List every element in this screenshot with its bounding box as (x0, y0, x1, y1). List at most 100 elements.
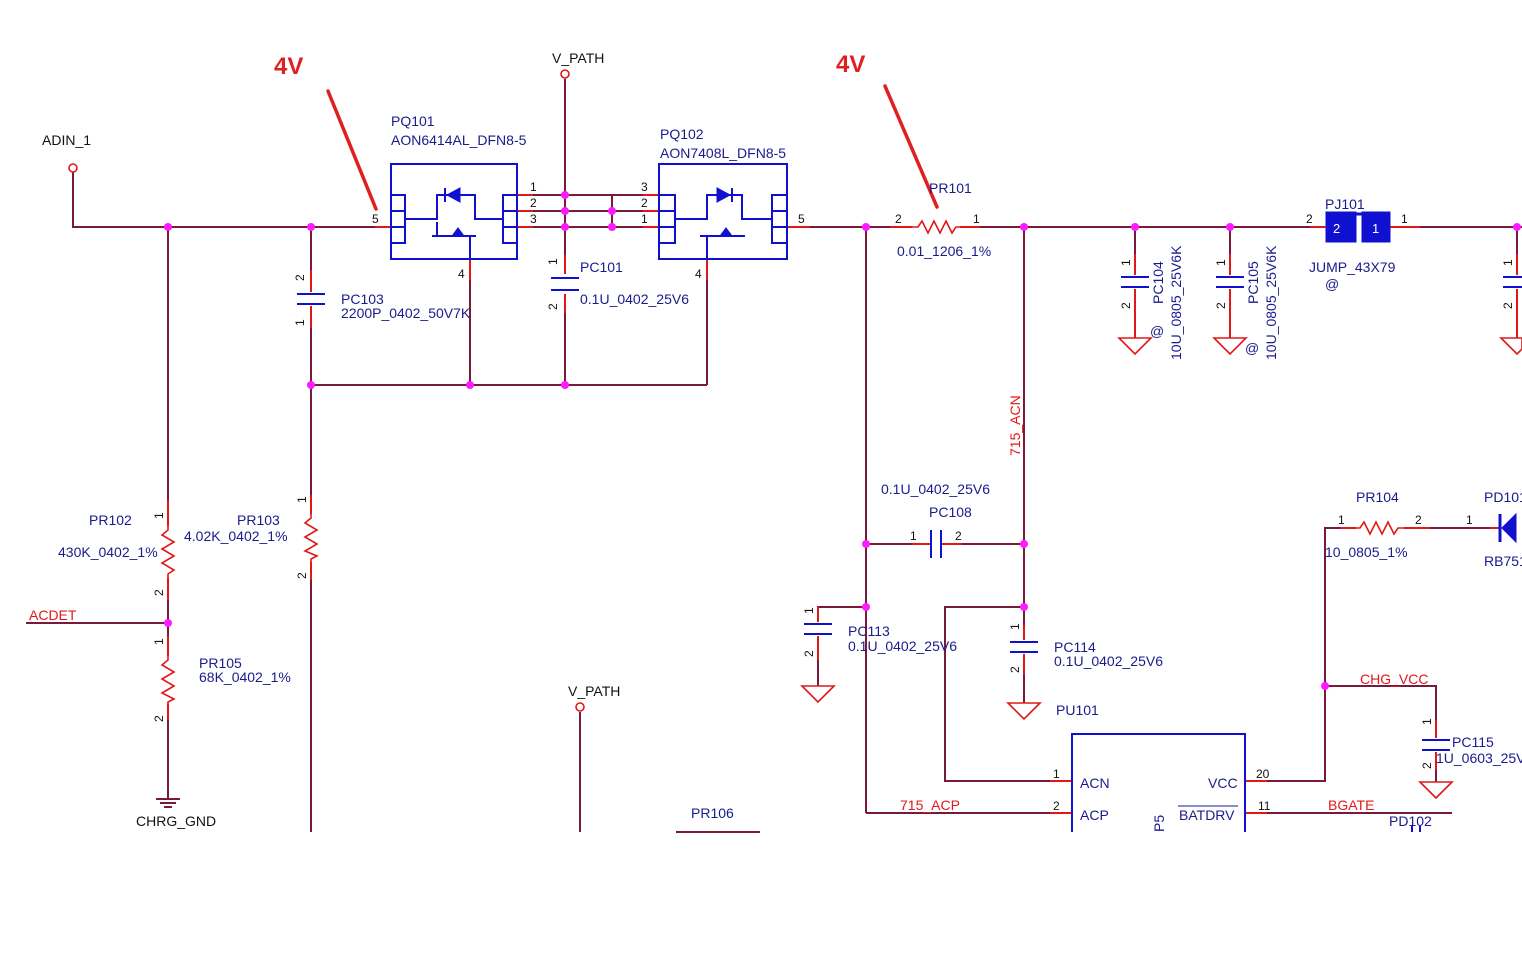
ref-pc114: PC114 (1054, 639, 1096, 655)
svg-text:1: 1 (1466, 513, 1473, 527)
svg-text:5: 5 (372, 212, 379, 226)
svg-text:2: 2 (1420, 762, 1434, 769)
partial-ref-pu101: P5 (1151, 815, 1167, 832)
pin-num-vcc: 20 (1256, 767, 1270, 781)
svg-text:2: 2 (802, 650, 816, 657)
capacitor-pc113 (804, 623, 832, 635)
resistor-pr104 (1356, 520, 1404, 536)
capacitor-pc114 (1010, 641, 1038, 653)
svg-text:2: 2 (1501, 302, 1515, 309)
resistor-pr105 (160, 656, 176, 704)
net-vpath-bottom: V_PATH (568, 683, 620, 699)
jumper-pj101: 2 1 (1325, 211, 1391, 243)
ref-pc115: PC115 (1452, 734, 1494, 750)
svg-text:1: 1 (973, 212, 980, 226)
capacitor-pc101 (551, 277, 579, 291)
value-pr101: 0.01_1206_1% (897, 243, 991, 259)
diode-pd102 (1411, 826, 1421, 832)
pin-name-acp: ACP (1080, 807, 1109, 823)
value-pc115: 1U_0603_25V (1436, 750, 1522, 766)
net-acdet: ACDET (29, 607, 77, 623)
mosfet-pq101 (390, 163, 518, 260)
value-pc103: 2200P_0402_50V7K (341, 305, 471, 321)
svg-text:2: 2 (295, 572, 309, 579)
capacitor-pc104 (1121, 276, 1149, 288)
ref-pr101: PR101 (929, 180, 972, 196)
mark-pc104: @ (1150, 323, 1164, 339)
svg-text:4: 4 (458, 267, 465, 281)
net-chg-vcc: CHG_VCC (1360, 671, 1428, 687)
net-vpath-top: V_PATH (552, 50, 604, 66)
svg-text:2: 2 (1214, 302, 1228, 309)
svg-text:1: 1 (152, 638, 166, 645)
ref-pr106: PR106 (691, 805, 734, 821)
svg-text:1: 1 (1401, 212, 1408, 226)
svg-text:1: 1 (802, 607, 816, 614)
ref-pr104: PR104 (1356, 489, 1399, 505)
svg-text:1: 1 (1119, 259, 1133, 266)
value-pr105: 68K_0402_1% (199, 669, 291, 685)
ref-pj101: PJ101 (1325, 196, 1365, 212)
mosfet-pq102 (658, 163, 788, 260)
value-pc113: 0.1U_0402_25V6 (848, 638, 957, 654)
pin-numbers: 5 1 2 3 4 3 2 1 5 4 2 1 2 1 1 2 2 1 1 2 … (152, 180, 1515, 769)
voltage-annotations: 4V 4V (274, 51, 939, 211)
resistor-pr101 (912, 219, 960, 235)
svg-text:1: 1 (293, 319, 307, 326)
ref-pc108: PC108 (929, 504, 972, 520)
svg-text:1: 1 (641, 212, 648, 226)
net-715-acn: 715_ACN (1007, 395, 1023, 456)
net-715-acp: 715_ACP (900, 797, 960, 813)
svg-text:2: 2 (546, 303, 560, 310)
svg-text:3: 3 (530, 212, 537, 226)
ic-pu101 (1071, 733, 1246, 832)
voltage-label-right: 4V (836, 51, 865, 78)
pin-num-acp: 2 (1053, 799, 1060, 813)
svg-text:2: 2 (641, 196, 648, 210)
pin-num-acn: 1 (1053, 767, 1060, 781)
svg-text:2: 2 (895, 212, 902, 226)
ic-pin-labels: ACN 1 ACP 2 VCC 20 BATDRV 11 (1053, 767, 1271, 823)
ref-pc103: PC103 (341, 291, 384, 307)
value-pr104: 10_0805_1% (1325, 544, 1408, 560)
pin-name-acn: ACN (1080, 775, 1110, 791)
junction-dots (164, 191, 1521, 690)
voltage-label-left: 4V (274, 53, 303, 80)
ref-pr102: PR102 (89, 512, 132, 528)
svg-text:2: 2 (152, 715, 166, 722)
resistor-pr103 (303, 514, 319, 562)
svg-text:2: 2 (1306, 212, 1313, 226)
svg-text:5: 5 (798, 212, 805, 226)
ref-pr103: PR103 (237, 512, 280, 528)
arrow-right (883, 84, 939, 209)
svg-text:2: 2 (1333, 221, 1340, 236)
value-pr102: 430K_0402_1% (58, 544, 158, 560)
value-pq102: AON7408L_DFN8-5 (660, 145, 786, 161)
ground-symbols (156, 313, 1522, 808)
net-adin: ADIN_1 (42, 132, 91, 148)
svg-text:1: 1 (910, 529, 917, 543)
capacitor-pc108 (930, 530, 942, 558)
svg-text:1: 1 (1420, 718, 1434, 725)
port-symbols (68, 69, 585, 712)
resistor-pr102 (160, 526, 176, 578)
net-bgate: BGATE (1328, 797, 1374, 813)
value-pc104: 10U_0805_25V6K (1168, 245, 1184, 360)
ref-pd101: PD101 (1484, 489, 1522, 505)
svg-text:2: 2 (1415, 513, 1422, 527)
ref-pq102: PQ102 (660, 126, 704, 142)
svg-text:2: 2 (955, 529, 962, 543)
value-pq101: AON6414AL_DFN8-5 (391, 132, 527, 148)
svg-text:1: 1 (530, 180, 537, 194)
value-pd101: RB751 (1484, 553, 1522, 569)
svg-text:2: 2 (1119, 302, 1133, 309)
svg-text:1: 1 (152, 512, 166, 519)
svg-text:2: 2 (1008, 666, 1022, 673)
capacitor-pc115 (1422, 739, 1450, 751)
pin-stubs (167, 194, 1518, 814)
ref-pq101: PQ101 (391, 113, 435, 129)
ref-pc113: PC113 (848, 623, 890, 639)
capacitor-pc105 (1216, 276, 1244, 288)
ref-pc105: PC105 (1245, 261, 1261, 304)
capacitor-pc103 (297, 293, 325, 305)
